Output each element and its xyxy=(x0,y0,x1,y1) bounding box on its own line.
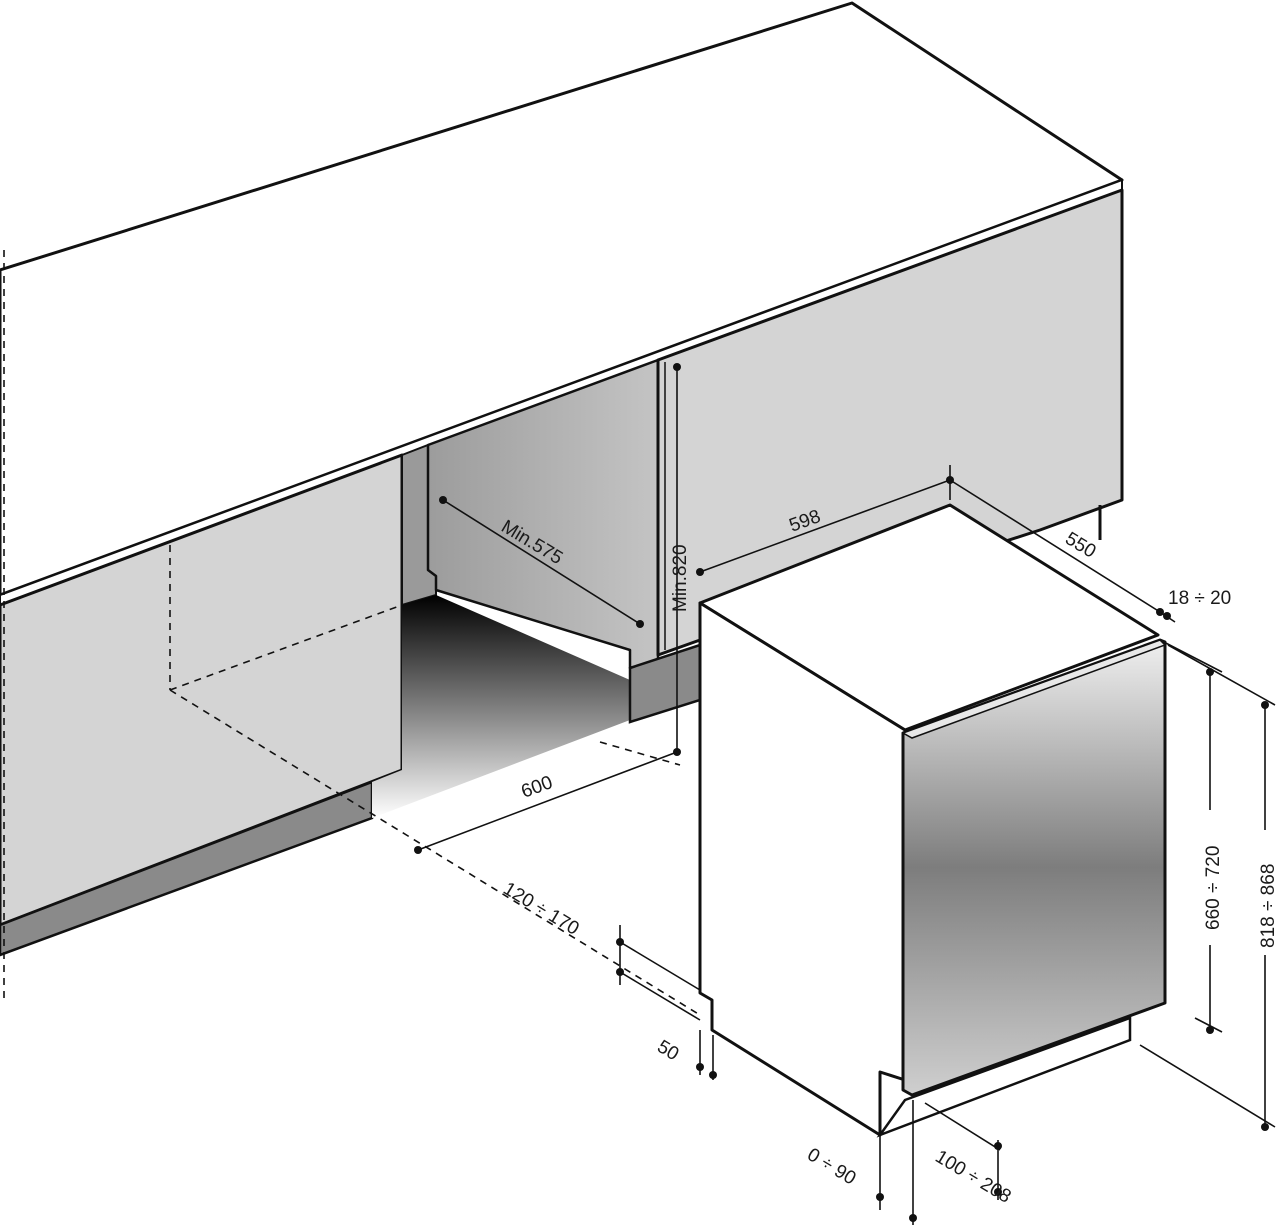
label-550: 550 xyxy=(1061,528,1099,562)
label-18-20: 18 ÷ 20 xyxy=(1168,588,1231,609)
hidden-lines xyxy=(3,250,701,1016)
label-600: 600 xyxy=(519,772,556,803)
dimension-lines xyxy=(414,363,1276,1225)
label-50: 50 xyxy=(653,1036,682,1065)
label-min-820: Min.820 xyxy=(670,544,691,612)
label-660-720: 660 ÷ 720 xyxy=(1203,846,1224,930)
label-818-868: 818 ÷ 868 xyxy=(1258,864,1279,948)
label-100-208: 100 ÷ 208 xyxy=(931,1146,1014,1207)
label-120-170: 120 ÷ 170 xyxy=(499,878,582,939)
left-cabinet xyxy=(0,453,404,957)
dishwasher xyxy=(698,503,1167,1138)
cavity xyxy=(372,358,702,818)
label-0-90: 0 ÷ 90 xyxy=(803,1144,859,1189)
